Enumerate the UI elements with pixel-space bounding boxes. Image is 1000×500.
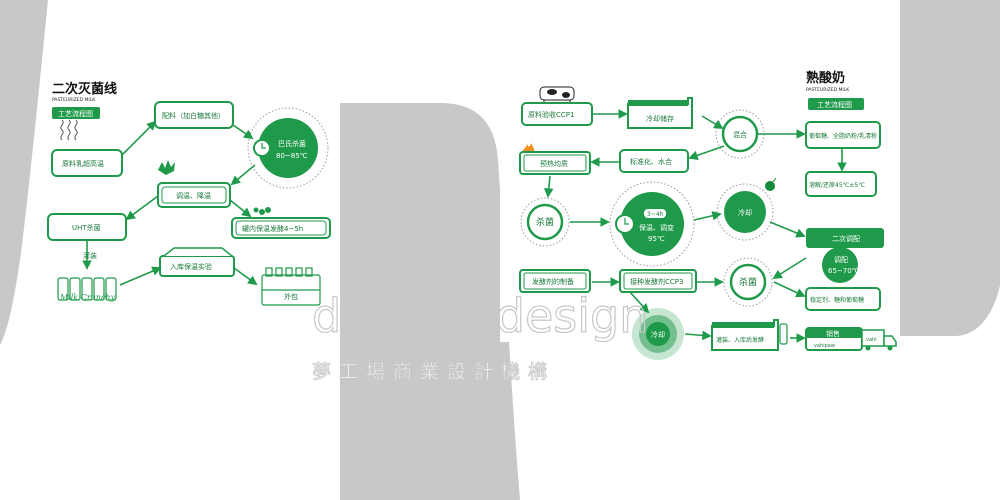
label-ferment-time: 3~4h xyxy=(647,211,664,218)
mix-disc xyxy=(721,115,759,153)
label-pasteurize: 巴氏杀菌 xyxy=(278,139,306,148)
label-sterilize2: 杀菌 xyxy=(739,276,757,288)
label-cool2: 冷却 xyxy=(651,330,665,339)
box-sugar-mix xyxy=(805,121,881,149)
label-inoculate: 接种发酵剂CCP3 xyxy=(630,277,683,286)
left-subtitle: PASTEURIZED MILK xyxy=(52,97,96,103)
watermark: dream▲design 夢工場商業設計機構 xyxy=(311,288,649,383)
label-second-mix-sub: 调配 xyxy=(834,255,848,264)
watermark-latin: dream▲design xyxy=(312,289,648,343)
box-inoculate-inner xyxy=(623,272,693,290)
label-tank-ferment: 罐内保温发酵4~5h xyxy=(242,224,303,233)
ferment-ring xyxy=(609,181,695,267)
label-homogenize: 调温、降温 xyxy=(176,191,211,200)
label-pasteurize-temp: 80~85℃ xyxy=(276,152,308,160)
left-diagram: 二次灭菌线 PASTEURIZED MILK 工艺流程图 原料乳超高温 配料（加… xyxy=(47,81,331,306)
label-truck-brand2: vahipaw xyxy=(814,343,835,349)
cool2-disc xyxy=(646,322,670,346)
cold-store-roof xyxy=(628,100,688,106)
second-mix-disc xyxy=(822,247,858,283)
label-dissolve: 溶解/还原45℃±5℃ xyxy=(809,181,865,189)
clock-hands xyxy=(261,143,266,149)
sterilize2-ring xyxy=(723,257,773,307)
right-badge xyxy=(808,98,864,110)
box-dissolve xyxy=(805,171,877,197)
right-subtitle: PASTEURIZED MILK xyxy=(806,87,850,93)
watermark-chinese: 夢工場商業設計機構 xyxy=(312,361,555,383)
label-cool1: 冷却 xyxy=(738,208,752,217)
right-diagram: 熟酸奶 PASTEURIZED MILK 工艺流程图 原料验收CCP1 冷却储存… xyxy=(519,70,897,360)
ferment-time-pill xyxy=(644,209,666,218)
warehouse-roof xyxy=(163,247,233,257)
label-starter: 发酵剂的制备 xyxy=(532,277,574,286)
steam-icon xyxy=(60,119,78,141)
label-fill-store: 灌装、入库后发酵 xyxy=(716,336,764,344)
plant-icon xyxy=(253,207,271,215)
box-raw-milk xyxy=(51,149,123,177)
milk-bottle-icon xyxy=(779,323,788,345)
cool1-disc xyxy=(724,191,766,233)
label-second-mix-temp: 65~70℃ xyxy=(828,267,860,275)
box-starter-inner xyxy=(523,272,587,290)
fill-store-roof xyxy=(712,322,774,328)
label-second-mix: 二次调配 xyxy=(832,234,860,243)
box-standard xyxy=(619,149,689,173)
right-title: 熟酸奶 xyxy=(806,70,845,86)
gray-panel-left xyxy=(0,0,48,345)
sterilize1-ring xyxy=(520,197,570,247)
right-connectors xyxy=(543,109,847,343)
sterilize2-disc xyxy=(729,263,767,301)
left-connectors xyxy=(82,120,258,286)
sterilize1-disc xyxy=(526,203,564,241)
gray-panel-right xyxy=(900,0,1000,336)
label-sterilize1: 杀菌 xyxy=(536,216,554,228)
right-badge-label: 工艺流程图 xyxy=(817,100,852,109)
label-outer: 外包 xyxy=(284,292,298,301)
label-warehouse-test: 入库保温实验 xyxy=(170,262,212,271)
leaf-icon xyxy=(158,160,175,175)
box-additives xyxy=(805,287,881,311)
box-tank-ferment-inner xyxy=(235,220,327,236)
left-title: 二次灭菌线 xyxy=(52,81,117,97)
left-badge xyxy=(52,107,100,119)
cow-icon xyxy=(539,86,575,105)
label-ferment: 保温、调变 xyxy=(639,223,674,232)
label-uht: UHT杀菌 xyxy=(72,223,101,232)
label-standard: 标准化、水合 xyxy=(630,157,672,166)
label-additives: 稳定剂、糖和葡萄糖 xyxy=(810,296,864,304)
label-raw-milk: 原料乳超高温 xyxy=(62,159,104,168)
bottles-script: Milk Crunchy xyxy=(59,293,116,302)
label-raw-check: 原料验收CCP1 xyxy=(528,110,574,119)
bottles-icon xyxy=(57,277,117,301)
ferment-disc xyxy=(620,192,684,256)
label-preheat: 预热均质 xyxy=(540,159,568,168)
box-preheat-inner xyxy=(523,154,587,172)
label-fill: 灌装 xyxy=(83,251,97,260)
label-sales: 销售 xyxy=(826,329,840,338)
crate-icon xyxy=(261,267,321,306)
truck-icon xyxy=(861,329,897,351)
left-badge-label: 工艺流程图 xyxy=(58,109,93,118)
box-homogenize-inner xyxy=(161,186,227,204)
ferment-clock-hands xyxy=(624,218,629,225)
gray-panel-center xyxy=(340,103,520,500)
label-blend: 配料（加白糖其他） xyxy=(162,111,225,120)
label-truck-brand: vahi xyxy=(866,337,877,343)
label-cold-store: 冷却储存 xyxy=(646,114,674,123)
box-blend xyxy=(154,101,234,129)
pasteurize-disc xyxy=(258,118,318,178)
box-sales-header xyxy=(806,328,862,338)
label-mix: 混合 xyxy=(733,130,747,139)
fire-icon xyxy=(522,143,535,153)
box-second-mix xyxy=(806,228,884,248)
label-sugar-mix: 葡萄糖、全脂奶粉/乳清粉 xyxy=(809,132,877,140)
label-ferment-temp: 95℃ xyxy=(648,235,665,243)
pasteurize-ring xyxy=(247,107,329,189)
bomb-icon xyxy=(765,177,777,191)
